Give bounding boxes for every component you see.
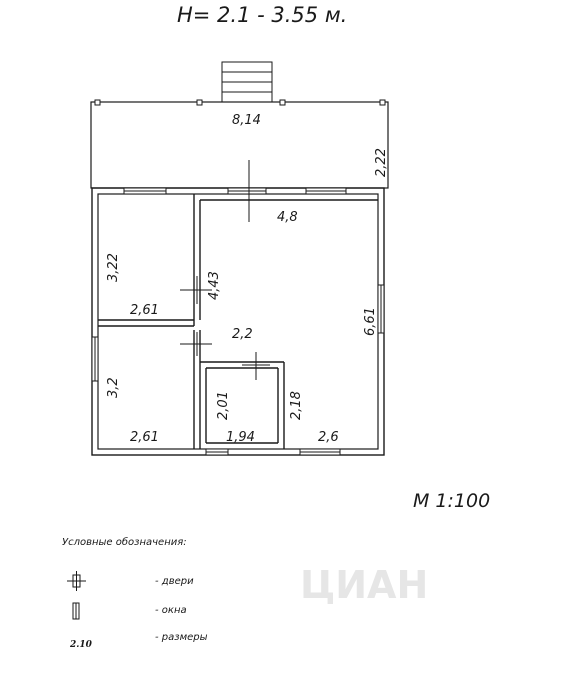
doors <box>180 160 270 380</box>
legend-title: Условные обозначения: <box>62 536 187 548</box>
scale-label: M 1:100 <box>413 490 490 512</box>
dim-room-bottom-height: 3,2 <box>106 377 121 398</box>
legend-dimensions: - размеры <box>155 632 208 643</box>
dimension-sample: 2.10 <box>69 640 93 650</box>
dim-partition-length: 4,43 <box>207 271 222 300</box>
post-marker <box>196 99 203 106</box>
outer-walls <box>91 187 385 456</box>
legend-doors: - двери <box>155 576 194 587</box>
dim-terrace-depth: 2,22 <box>374 148 389 177</box>
post-marker <box>279 99 286 106</box>
post-marker <box>94 99 101 106</box>
porch-steps <box>221 61 273 103</box>
dim-hall-length: 6,61 <box>363 307 378 336</box>
dim-bath-side: 2,18 <box>289 391 304 420</box>
legend-windows: - окна <box>155 605 187 616</box>
terrace <box>90 99 389 189</box>
dim-corridor-width: 2,2 <box>232 327 253 342</box>
dim-bath-width: 1,94 <box>226 430 255 445</box>
watermark-text: ЦИАН <box>300 563 428 607</box>
height-note: H= 2.1 - 3.55 м. <box>177 3 347 27</box>
interior-walls <box>98 194 378 449</box>
post-marker <box>379 99 386 106</box>
dim-hall-width: 4,8 <box>277 210 298 225</box>
dim-bath-height: 2,01 <box>216 391 231 420</box>
dim-room-bottom-width: 2,61 <box>130 430 159 445</box>
dimension-labels: 8,14 2,22 4,8 6,61 4,43 3,22 2,61 3,2 2,… <box>106 113 389 445</box>
dim-room-top-width: 2,61 <box>130 303 159 318</box>
dim-terrace-length: 8,14 <box>232 113 261 128</box>
dim-room-top-height: 3,22 <box>106 253 121 282</box>
windows <box>91 187 385 456</box>
door-symbol-icon <box>67 571 86 591</box>
window-symbol-icon <box>72 602 80 620</box>
legend: Условные обозначения: - двери - окна 2.1… <box>62 536 208 650</box>
dim-kitchen-width: 2,6 <box>318 430 339 445</box>
